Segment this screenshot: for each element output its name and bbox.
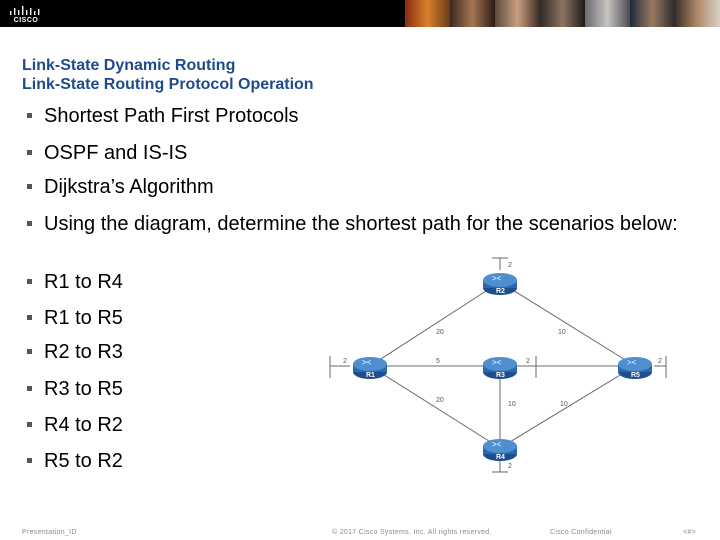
cisco-bridge-icon xyxy=(10,6,40,15)
header-photo xyxy=(405,0,450,27)
bullet-text: R3 to R5 xyxy=(44,378,123,400)
cost-label: 2 xyxy=(508,262,512,269)
cisco-logo-text: CISCO xyxy=(13,17,39,24)
bullet-marker xyxy=(27,184,32,189)
footer-page-number: <#> xyxy=(683,529,696,536)
router-arrows-icon: >< xyxy=(492,440,502,449)
router-label: R3 xyxy=(496,372,505,379)
bullet-marker xyxy=(27,349,32,354)
header-band: CISCO xyxy=(0,0,720,27)
router-r1: >< R1 xyxy=(353,357,387,379)
header-photo xyxy=(675,0,720,27)
bullet-text: R1 to R4 xyxy=(44,271,123,293)
router-arrows-icon: >< xyxy=(492,358,502,367)
bullet-marker xyxy=(27,386,32,391)
bullet-item: R1 to R5 xyxy=(25,307,704,329)
router-r5: >< R5 xyxy=(618,357,652,379)
cost-label: 20 xyxy=(436,329,444,336)
cost-label: 2 xyxy=(658,358,662,365)
cost-label: 20 xyxy=(436,397,444,404)
router-label: R1 xyxy=(366,372,375,379)
bullet-item: Shortest Path First Protocols xyxy=(25,105,704,127)
cost-label: 2 xyxy=(526,358,530,365)
cisco-logo: CISCO xyxy=(8,4,44,24)
link-r1-r2 xyxy=(369,281,501,367)
bullet-item: Dijkstra’s Algorithm xyxy=(25,176,704,198)
bullet-item: R5 to R2 xyxy=(25,450,704,472)
bullet-marker xyxy=(27,113,32,118)
bullet-text: Dijkstra’s Algorithm xyxy=(44,176,214,198)
bullet-text: R5 to R2 xyxy=(44,450,123,472)
router-label: R2 xyxy=(496,288,505,295)
cost-label: 10 xyxy=(560,401,568,408)
link-r1-r4 xyxy=(369,365,501,449)
section-title: Link-State Dynamic Routing xyxy=(22,57,236,74)
bullet-item: OSPF and IS-IS xyxy=(25,142,704,164)
bullet-text: R2 to R3 xyxy=(44,341,123,363)
link-r4-r5 xyxy=(499,365,636,449)
bullet-text: R1 to R5 xyxy=(44,307,123,329)
bullet-item: R2 to R3 xyxy=(25,341,704,363)
router-r4: >< R4 xyxy=(483,439,517,461)
bullet-item: Using the diagram, determine the shortes… xyxy=(25,213,704,235)
header-photo-strip xyxy=(405,0,720,27)
footer-copyright: © 2017 Cisco Systems, Inc. All rights re… xyxy=(332,529,492,536)
header-photo xyxy=(585,0,630,27)
header-photo xyxy=(450,0,495,27)
router-r2: >< R2 xyxy=(483,273,517,295)
bullet-text: Shortest Path First Protocols xyxy=(44,105,299,127)
network-topology-diagram: 2 2 2 2 2 20 10 5 20 10 10 >< R1 >< R2 >… xyxy=(329,257,667,473)
footer-presentation-id: Presentation_ID xyxy=(22,529,77,536)
bullet-marker xyxy=(27,315,32,320)
slide-titles: Link-State Dynamic Routing Link-State Ro… xyxy=(22,56,314,94)
bullet-marker xyxy=(27,150,32,155)
cost-label: 2 xyxy=(343,358,347,365)
footer-confidential: Cisco Confidential xyxy=(550,529,612,536)
header-photo xyxy=(495,0,540,27)
bullet-item: R3 to R5 xyxy=(25,378,704,400)
bullet-marker xyxy=(27,458,32,463)
header-photo xyxy=(540,0,585,27)
router-r3: >< R3 xyxy=(483,357,517,379)
cost-label: 2 xyxy=(508,463,512,470)
cost-label: 10 xyxy=(558,329,566,336)
link-r2-r5 xyxy=(499,281,636,367)
bullet-marker xyxy=(27,422,32,427)
router-arrows-icon: >< xyxy=(362,358,372,367)
cost-label: 5 xyxy=(436,358,440,365)
router-label: R5 xyxy=(631,372,640,379)
bullet-text: OSPF and IS-IS xyxy=(44,142,188,164)
router-arrows-icon: >< xyxy=(627,358,637,367)
bullet-text: Using the diagram, determine the shortes… xyxy=(44,213,678,235)
router-label: R4 xyxy=(496,454,505,461)
header-photo xyxy=(630,0,675,27)
bullet-text: R4 to R2 xyxy=(44,414,123,436)
router-arrows-icon: >< xyxy=(492,274,502,283)
cost-label: 10 xyxy=(508,401,516,408)
bullet-item: R1 to R4 xyxy=(25,271,704,293)
bullet-marker xyxy=(27,279,32,284)
bullet-marker xyxy=(27,221,32,226)
bullet-item: R4 to R2 xyxy=(25,414,704,436)
slide-title: Link-State Routing Protocol Operation xyxy=(22,76,314,93)
